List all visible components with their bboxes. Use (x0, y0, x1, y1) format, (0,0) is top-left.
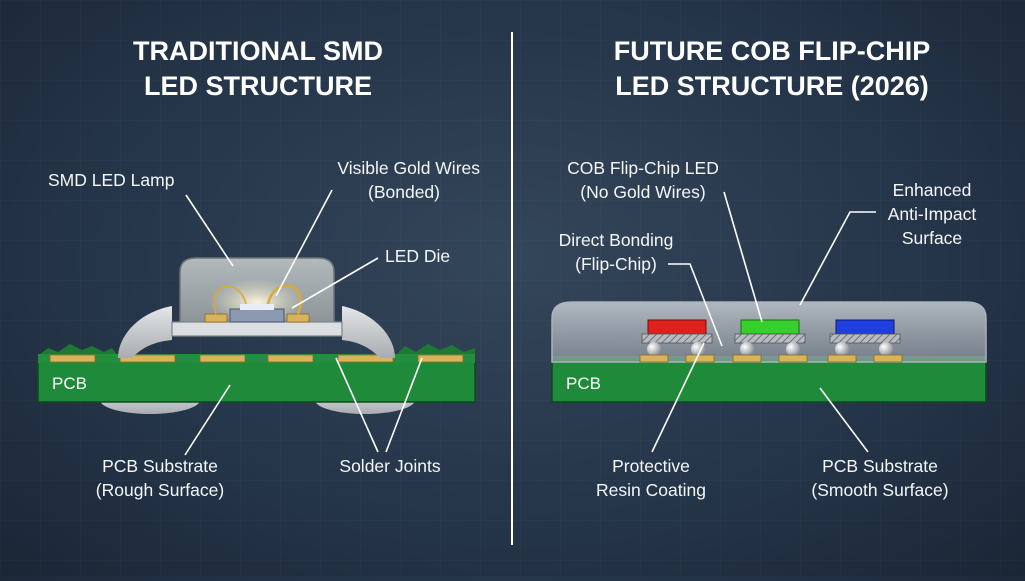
gold-wire-left (213, 285, 247, 315)
left-panel: TRADITIONAL SMD LED STRUCTURE (37, 36, 480, 500)
led-die (229, 308, 285, 323)
bond-pad-left (204, 313, 228, 323)
solder-fillet-right (342, 306, 395, 358)
left-pcb-board (37, 361, 476, 403)
label-left-substrate-line2: (Rough Surface) (96, 480, 224, 500)
left-title-line1: TRADITIONAL SMD (133, 36, 383, 66)
leader-direct-bonding (668, 263, 723, 347)
label-anti-line2: Anti-Impact (888, 204, 977, 224)
right-pcb-board (551, 361, 987, 403)
right-title-line2: LED STRUCTURE (2026) (615, 71, 929, 101)
label-led-die: LED Die (385, 246, 450, 266)
label-gold-wires-line1: Visible Gold Wires (337, 158, 480, 178)
right-pcb-label: PCB (566, 374, 601, 393)
left-title-line2: LED STRUCTURE (144, 71, 372, 101)
leader-solder-1 (335, 357, 379, 453)
chip-red-assembly (639, 319, 715, 363)
label-right-substrate-line1: PCB Substrate (822, 456, 938, 476)
leader-smd-lamp (185, 194, 234, 267)
leader-gold-wires (275, 189, 333, 297)
label-cob-line1: COB Flip-Chip LED (567, 158, 719, 178)
gold-wire-right (266, 284, 302, 315)
leader-resin (651, 342, 705, 453)
label-solder-joints: Solder Joints (339, 456, 440, 476)
left-gold-pads (49, 354, 464, 363)
right-panel: FUTURE COB FLIP-CHIP LED STRUCTURE (2026… (551, 36, 987, 500)
label-cob-line2: (No Gold Wires) (580, 182, 705, 202)
leader-led-die (291, 257, 379, 309)
label-smd-lamp: SMD LED Lamp (48, 170, 174, 190)
leader-left-substrate (184, 384, 231, 456)
lead-frame (171, 321, 343, 337)
pcb-top-layer (38, 354, 475, 363)
leader-right-substrate (819, 387, 869, 453)
chip-green-assembly (732, 319, 808, 363)
leader-cob (723, 191, 763, 323)
label-direct-line2: (Flip-Chip) (575, 254, 657, 274)
label-left-substrate-line1: PCB Substrate (102, 456, 218, 476)
label-right-substrate-line2: (Smooth Surface) (811, 480, 948, 500)
leader-anti-impact (799, 211, 876, 306)
label-resin-line2: Resin Coating (596, 480, 706, 500)
label-resin-line1: Protective (612, 456, 690, 476)
label-anti-line1: Enhanced (893, 180, 972, 200)
leader-solder-2 (385, 357, 423, 453)
label-anti-line3: Surface (902, 228, 962, 248)
label-direct-line1: Direct Bonding (559, 230, 674, 250)
solder-fillet-left (118, 306, 172, 358)
bond-pad-right (286, 313, 310, 323)
chip-blue-assembly (827, 319, 903, 363)
left-pcb-label: PCB (52, 374, 87, 393)
right-title-line1: FUTURE COB FLIP-CHIP (614, 36, 931, 66)
label-gold-wires-line2: (Bonded) (368, 182, 440, 202)
led-die-top (240, 304, 274, 310)
